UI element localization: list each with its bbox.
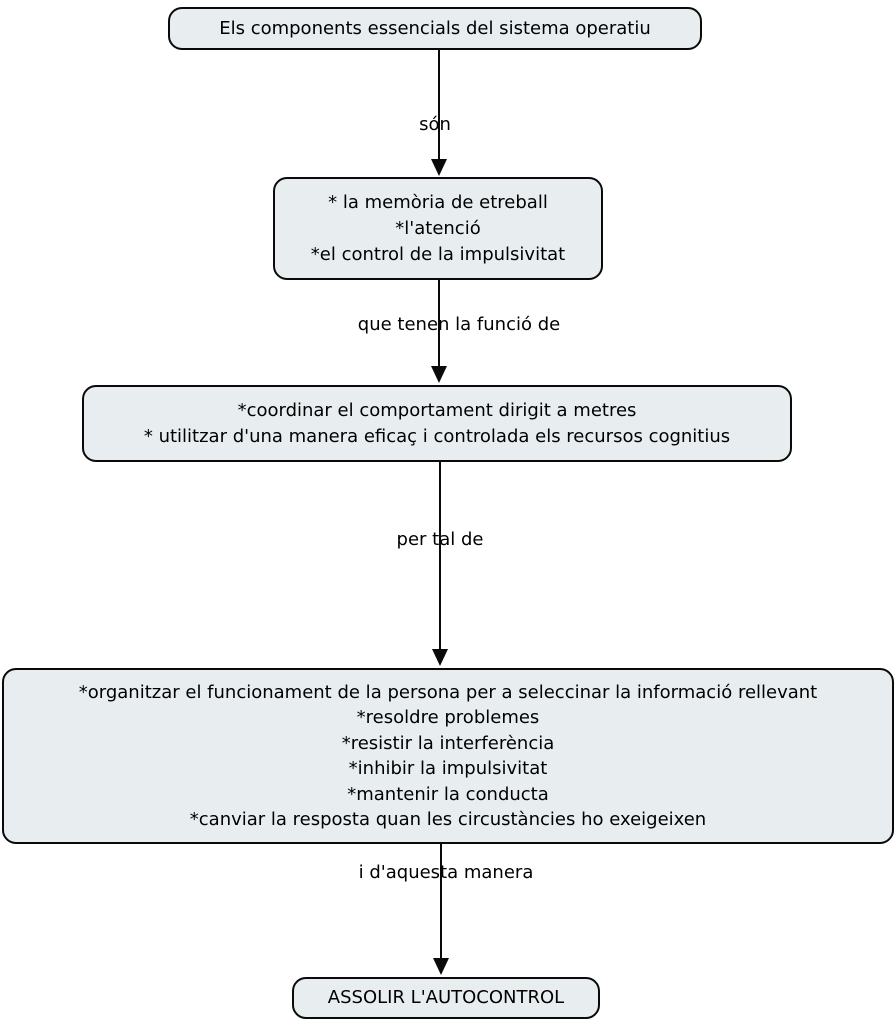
concept-node-root: Els components essencials del sistema op… xyxy=(168,7,702,50)
concept-node-purposes: *organitzar el funcionament de la person… xyxy=(2,668,894,844)
arrowhead-down-icon xyxy=(433,958,449,975)
link-label-son: són xyxy=(419,114,451,135)
node-text-line: * utilitzar d'una manera eficaç i contro… xyxy=(143,425,731,447)
connector-line-1 xyxy=(438,50,440,160)
concept-node-components: * la memòria de etreball *l'atenció *el … xyxy=(273,177,603,280)
concept-node-functions: *coordinar el comportament dirigit a met… xyxy=(82,385,792,462)
link-label-i-daquesta-manera: i d'aquesta manera xyxy=(358,862,534,883)
connector-line-4 xyxy=(440,844,442,958)
node-text-line: *canviar la resposta quan les circustànc… xyxy=(189,809,707,830)
node-text-line: *el control de la impulsivitat xyxy=(310,243,566,265)
arrowhead-down-icon xyxy=(431,366,447,383)
node-text-line: ASSOLIR L'AUTOCONTROL xyxy=(327,987,565,1008)
connector-line-2 xyxy=(438,280,440,366)
node-text-line: * la memòria de etreball xyxy=(328,191,548,213)
node-text-line: *resoldre problemes xyxy=(356,707,540,728)
link-label-que-tenen-la-funcio-de: que tenen la funció de xyxy=(357,314,561,335)
node-text-line: *resistir la interferència xyxy=(341,732,555,754)
node-text-line: *mantenir la conducta xyxy=(347,783,549,805)
link-label-per-tal-de: per tal de xyxy=(396,529,484,550)
connector-line-3 xyxy=(439,462,441,649)
node-text-line: *organitzar el funcionament de la person… xyxy=(78,681,818,703)
node-text-line: *coordinar el comportament dirigit a met… xyxy=(237,399,637,421)
node-text-line: *l'atenció xyxy=(395,217,481,239)
concept-node-goal: ASSOLIR L'AUTOCONTROL xyxy=(292,977,600,1019)
arrowhead-down-icon xyxy=(431,159,447,176)
node-text-line: *inhibir la impulsivitat xyxy=(348,758,548,779)
arrowhead-down-icon xyxy=(432,649,448,666)
node-text-line: Els components essencials del sistema op… xyxy=(219,17,651,39)
